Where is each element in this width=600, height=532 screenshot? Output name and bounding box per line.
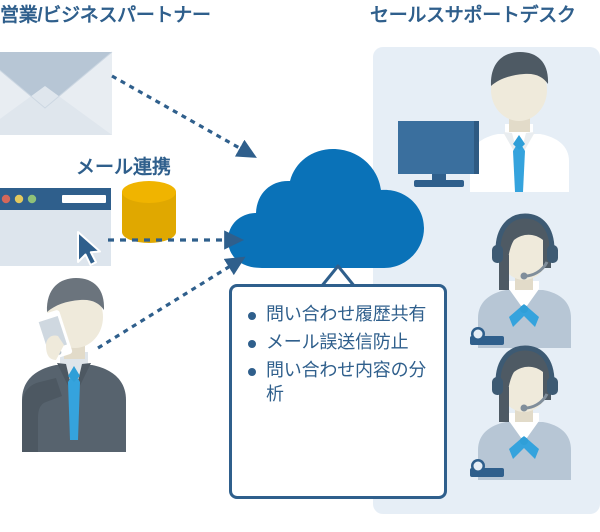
headset-operator-icon-1 (470, 213, 571, 348)
arrow-envelope-to-cloud (111, 74, 257, 158)
benefits-list: 問い合わせ履歴共有 メール誤送信防止 問い合わせ内容の分析 (232, 287, 444, 407)
cloud-icon (228, 149, 424, 268)
list-item: メール誤送信防止 (246, 331, 434, 355)
list-item: 問い合わせ内容の分析 (246, 359, 434, 407)
database-cylinder-icon (122, 181, 176, 243)
envelope-icon (0, 51, 113, 135)
arrow-person-to-cloud (97, 256, 246, 350)
desk-worker-with-monitor-icon (398, 52, 569, 192)
benefits-callout-box: 問い合わせ履歴共有 メール誤送信防止 問い合わせ内容の分析 (229, 284, 447, 499)
businessman-with-phone-icon (22, 278, 126, 452)
mail-link-label: メール連携 (76, 157, 172, 178)
mouse-cursor-icon (77, 231, 101, 266)
list-item: 問い合わせ履歴共有 (246, 303, 434, 327)
page-title-right: セールスサポートデスク (370, 5, 576, 26)
page-title-left: 営業/ビジネスパートナー (0, 5, 211, 26)
headset-operator-icon-2 (470, 345, 571, 480)
browser-window-icon (0, 188, 111, 266)
flow-arrows (97, 74, 257, 350)
